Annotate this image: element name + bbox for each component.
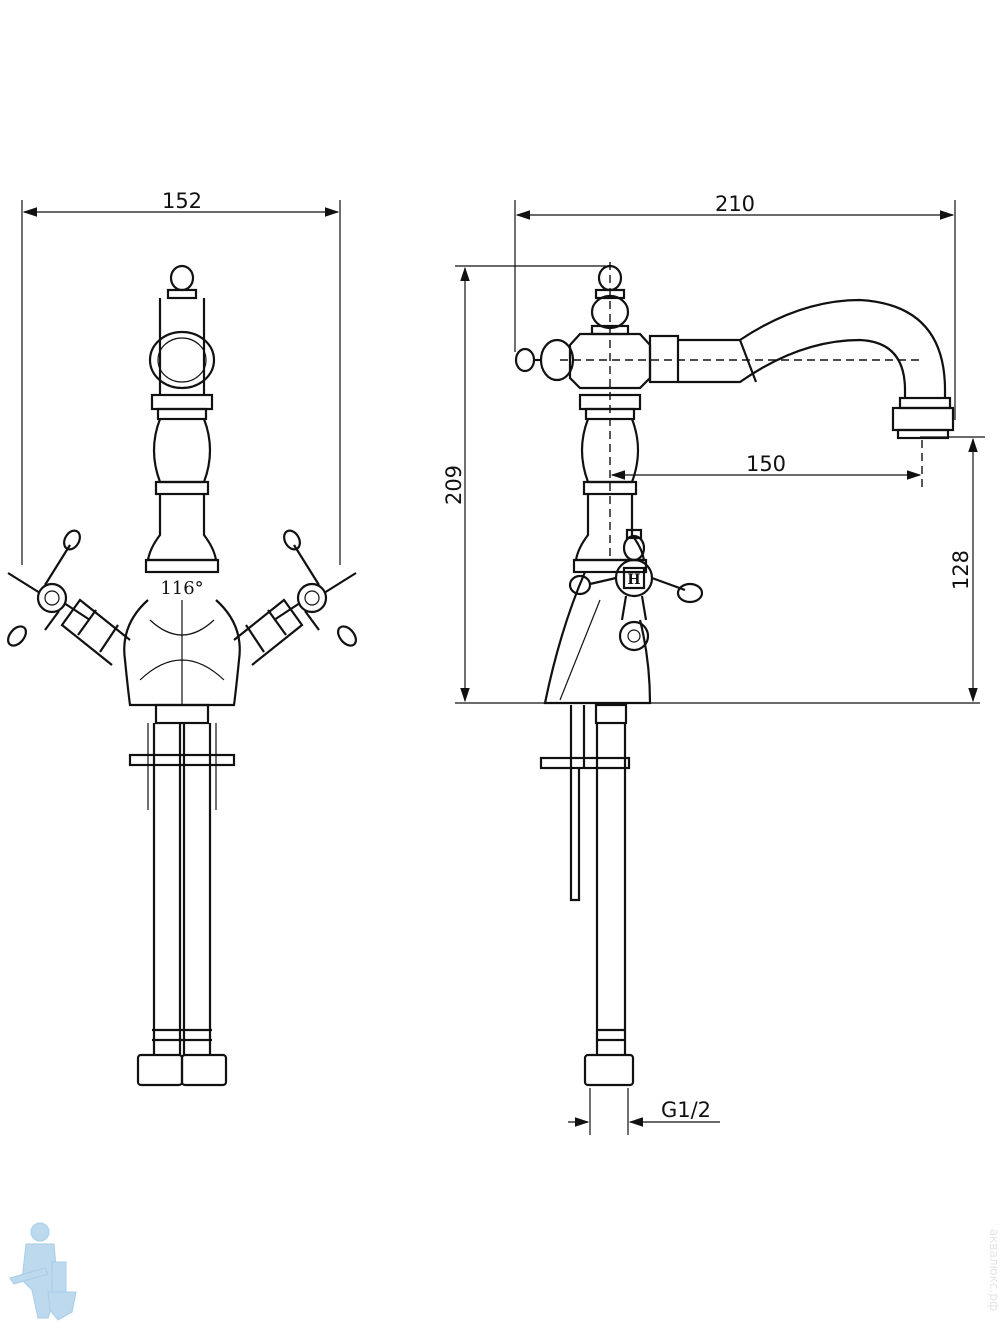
watermark: аквалюкс.рф (987, 1229, 1000, 1311)
side-cross-handle: H (568, 528, 704, 652)
depth-label: 210 (715, 192, 755, 216)
angle-label: 116° (160, 578, 203, 599)
depth-dimension: 210 (514, 192, 956, 420)
side-body: H (514, 262, 955, 1087)
height-label: 209 (442, 465, 466, 505)
connection-dimension: G1/2 (568, 1088, 720, 1135)
side-view: 210 209 150 128 (442, 192, 985, 1135)
connection-label: G1/2 (661, 1098, 711, 1122)
left-cross-handle (7, 529, 91, 647)
width-label: 152 (162, 189, 202, 213)
spout-reach-label: 150 (746, 452, 786, 476)
spout-height-label: 128 (949, 550, 973, 590)
right-cross-handle (273, 529, 357, 647)
front-body: 116° (7, 264, 357, 1087)
plumber-logo (9, 1222, 77, 1321)
height-dimension: 209 (442, 265, 980, 704)
front-view: 152 116° (7, 189, 357, 1087)
hot-mark: H (627, 572, 640, 588)
width-dimension: 152 (21, 189, 341, 565)
spout-reach-dimension: 150 (610, 440, 923, 490)
spout-height-dimension: 128 (920, 436, 985, 703)
